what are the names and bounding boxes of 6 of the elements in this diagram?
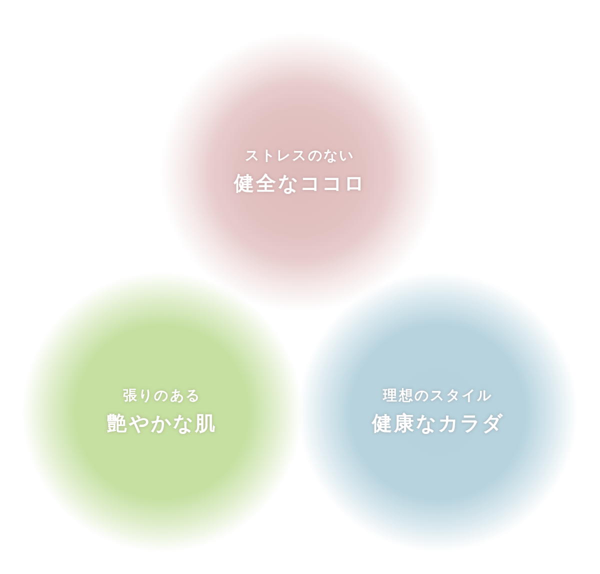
circle-subtitle: ストレスのない [245, 148, 355, 166]
circle-title: 艶やかな肌 [107, 411, 217, 436]
circle-title: 健全なココロ [234, 171, 366, 196]
circle-subtitle: 理想のスタイル [383, 388, 493, 406]
circle-title: 健康なカラダ [372, 411, 504, 436]
circle-subtitle: 張りのある [122, 388, 202, 406]
